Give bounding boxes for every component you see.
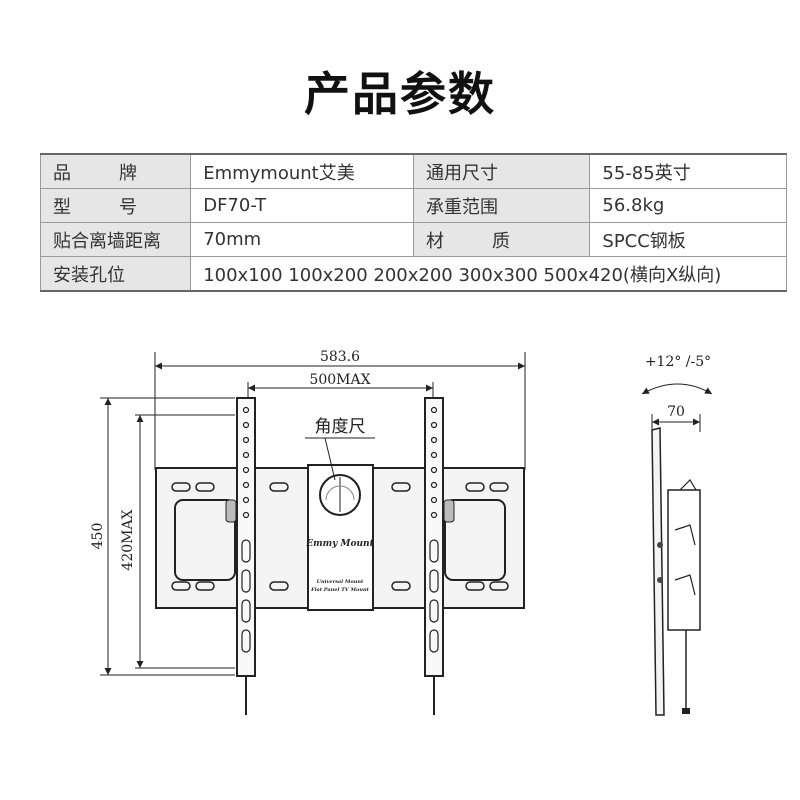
width-max-dimension: 500MAX	[247, 372, 434, 400]
size-label: 通用尺寸	[412, 153, 591, 189]
size-value: 55-85英寸	[589, 153, 787, 189]
wall-distance-value: 70mm	[190, 222, 414, 257]
center-plate: Emmy Mount Universal Mount Flat Panel TV…	[305, 464, 375, 611]
tilt-label: +12° /-5°	[645, 354, 711, 370]
depth-label: 70	[667, 404, 685, 420]
load-label: 承重范围	[412, 188, 591, 223]
material-value: SPCC钢板	[589, 222, 787, 257]
wall-distance-label: 贴合离墙距离	[39, 222, 192, 257]
logo-text: Emmy Mount	[305, 539, 374, 549]
load-value: 56.8kg	[589, 188, 787, 223]
page-title: 产品参数	[304, 67, 496, 121]
table-row: 品牌 Emmymount艾美 通用尺寸 55-85英寸	[39, 153, 787, 189]
angle-gauge-callout: 角度尺	[305, 417, 375, 481]
brand-value: Emmymount艾美	[190, 153, 414, 189]
height-overall-dimension: 450	[90, 397, 235, 676]
brand-label: 品牌	[39, 153, 192, 189]
technical-drawing: 583.6 500MAX 450 420MAX	[90, 349, 713, 716]
holes-label: 安装孔位	[39, 256, 192, 292]
material-label: 材质	[412, 222, 591, 257]
left-arm	[236, 397, 256, 715]
height-max-label: 420MAX	[120, 509, 136, 570]
angle-gauge-label: 角度尺	[315, 417, 366, 437]
model-label: 型号	[39, 188, 192, 223]
width-overall-label: 583.6	[320, 349, 360, 365]
table-row: 贴合离墙距离 70mm 材质 SPCC钢板	[39, 222, 787, 257]
knob-icons	[225, 499, 455, 523]
holes-value: 100x100 100x200 200x200 300x300 500x420(…	[190, 256, 787, 292]
width-overall-dimension: 583.6	[154, 349, 526, 470]
table-row: 安装孔位 100x100 100x200 200x200 300x300 500…	[39, 256, 787, 292]
width-max-label: 500MAX	[309, 372, 370, 388]
right-arm	[424, 397, 444, 715]
height-overall-label: 450	[90, 523, 106, 550]
plate-text-1: Universal Mount	[317, 579, 364, 585]
model-value: DF70-T	[190, 188, 414, 223]
side-view: +12° /-5° 70	[641, 354, 713, 716]
spec-table: 品牌 Emmymount艾美 通用尺寸 55-85英寸 型号 DF70-T 承重…	[39, 153, 787, 292]
plate-text-2: Flat Panel TV Mount	[310, 587, 370, 593]
table-row: 型号 DF70-T 承重范围 56.8kg	[39, 188, 787, 223]
height-max-dimension: 420MAX	[120, 414, 235, 669]
